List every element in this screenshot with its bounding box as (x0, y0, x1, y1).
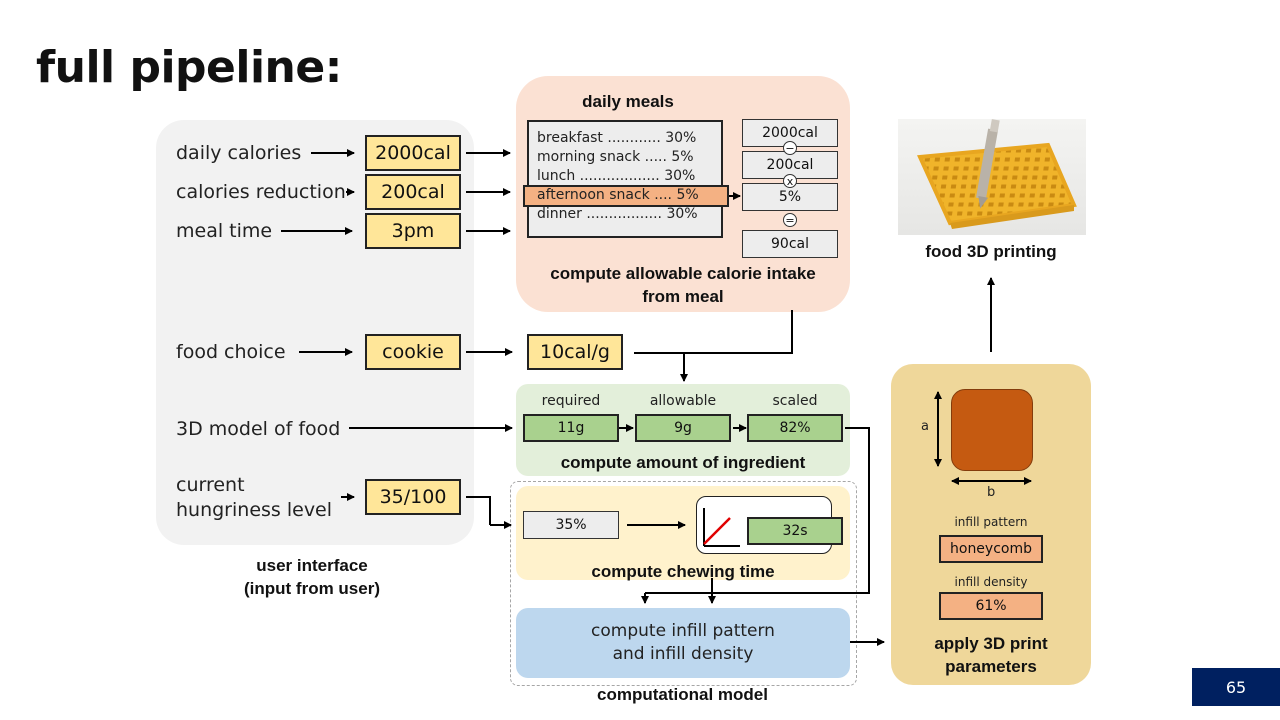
daily-calories-label: daily calories (176, 142, 302, 164)
user-interface-caption-line2: (input from user) (244, 579, 380, 598)
meals-caption-line2: from meal (642, 287, 724, 306)
dimension-b-label: b (987, 485, 996, 500)
user-interface-caption-line1: user interface (256, 556, 368, 575)
meal-time-value: 3pm (365, 213, 461, 249)
meal-item: dinner ................. 30% (537, 206, 698, 222)
infill-compute-line1: compute infill pattern (591, 621, 775, 641)
ingredient-header-allowable: allowable (649, 393, 717, 409)
food-choice-value: cookie (365, 334, 461, 370)
ingredient-header-required: required (541, 393, 601, 409)
meal-item: breakfast ............ 30% (537, 130, 697, 146)
meal-item-selected: afternoon snack .... 5% (537, 187, 699, 203)
calories-reduction-value: 200cal (365, 174, 461, 210)
daily-meals-title: daily meals (582, 92, 674, 111)
calories-reduction-label: calories reduction (176, 181, 346, 203)
meal-item: lunch .................. 30% (537, 168, 696, 184)
infill-density-value: 61% (939, 592, 1043, 620)
computational-model-frame (510, 481, 857, 686)
multiply-operator-icon: x (783, 174, 797, 188)
food-3d-printing-photo (898, 119, 1086, 235)
ingredient-scaled-value: 82% (747, 414, 843, 442)
meal-item: morning snack ..... 5% (537, 149, 694, 165)
ingredient-caption: compute amount of ingredient (560, 453, 806, 472)
calc-result: 90cal (742, 230, 838, 258)
minus-operator-icon: − (783, 141, 797, 155)
food-density-value: 10cal/g (527, 334, 623, 370)
chewing-caption: compute chewing time (591, 562, 775, 581)
infill-pattern-label: infill pattern (954, 515, 1028, 529)
print-params-caption-line1: apply 3D print (934, 634, 1048, 653)
page-number: 65 (1192, 668, 1280, 706)
food-printing-caption: food 3D printing (925, 242, 1057, 261)
hungriness-label-line1: current (176, 474, 245, 496)
ingredient-allowable-value: 9g (635, 414, 731, 442)
meal-time-label: meal time (176, 220, 273, 242)
slide-title: full pipeline: (36, 42, 342, 93)
chewing-graph-icon (703, 508, 740, 547)
infill-panel (516, 608, 850, 678)
hungriness-label-line2: hungriness level (176, 499, 333, 521)
hungriness-value: 35/100 (365, 479, 461, 515)
equals-operator-icon: = (783, 213, 797, 227)
print-params-caption-line2: parameters (945, 657, 1037, 676)
3d-model-label: 3D model of food (176, 418, 341, 440)
print-shape-preview (951, 389, 1033, 471)
daily-calories-value: 2000cal (365, 135, 461, 171)
infill-pattern-value: honeycomb (939, 535, 1043, 563)
ingredient-header-scaled: scaled (772, 393, 818, 409)
chewing-input-value: 35% (523, 511, 619, 539)
meals-caption-line1: compute allowable calorie intake (550, 264, 816, 283)
selected-meal-highlight (523, 185, 729, 207)
infill-compute-line2: and infill density (612, 644, 754, 664)
computational-model-caption: computational model (597, 685, 768, 704)
meals-list-content: breakfast ............ 30% morning snack… (527, 120, 723, 238)
infill-density-label: infill density (954, 575, 1028, 589)
dimension-a-label: a (921, 419, 929, 434)
chewing-output-value: 32s (747, 517, 843, 545)
food-choice-label: food choice (176, 341, 286, 363)
ingredient-required-value: 11g (523, 414, 619, 442)
meals-list (527, 120, 723, 238)
